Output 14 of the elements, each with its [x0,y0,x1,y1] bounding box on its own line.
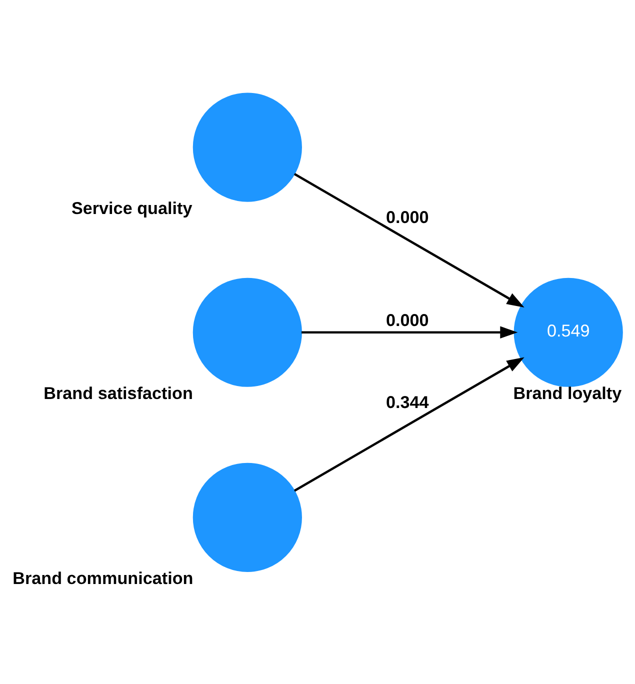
node-circle [192,462,302,572]
node-label: Brand loyalty [513,384,622,404]
node-circle [192,92,302,202]
arrow [294,357,524,492]
arrow [302,326,518,339]
node-label: Service quality [71,198,192,218]
edge-label: 0.344 [386,393,429,412]
node-label: Brand satisfaction [44,384,193,404]
node-circle [192,278,302,387]
node-label: Brand communication [12,569,194,588]
edge-label: 0.000 [386,208,429,228]
node-circle: 0.549 [514,278,623,387]
arrow [294,173,524,308]
edge-label: 0.000 [386,310,429,330]
